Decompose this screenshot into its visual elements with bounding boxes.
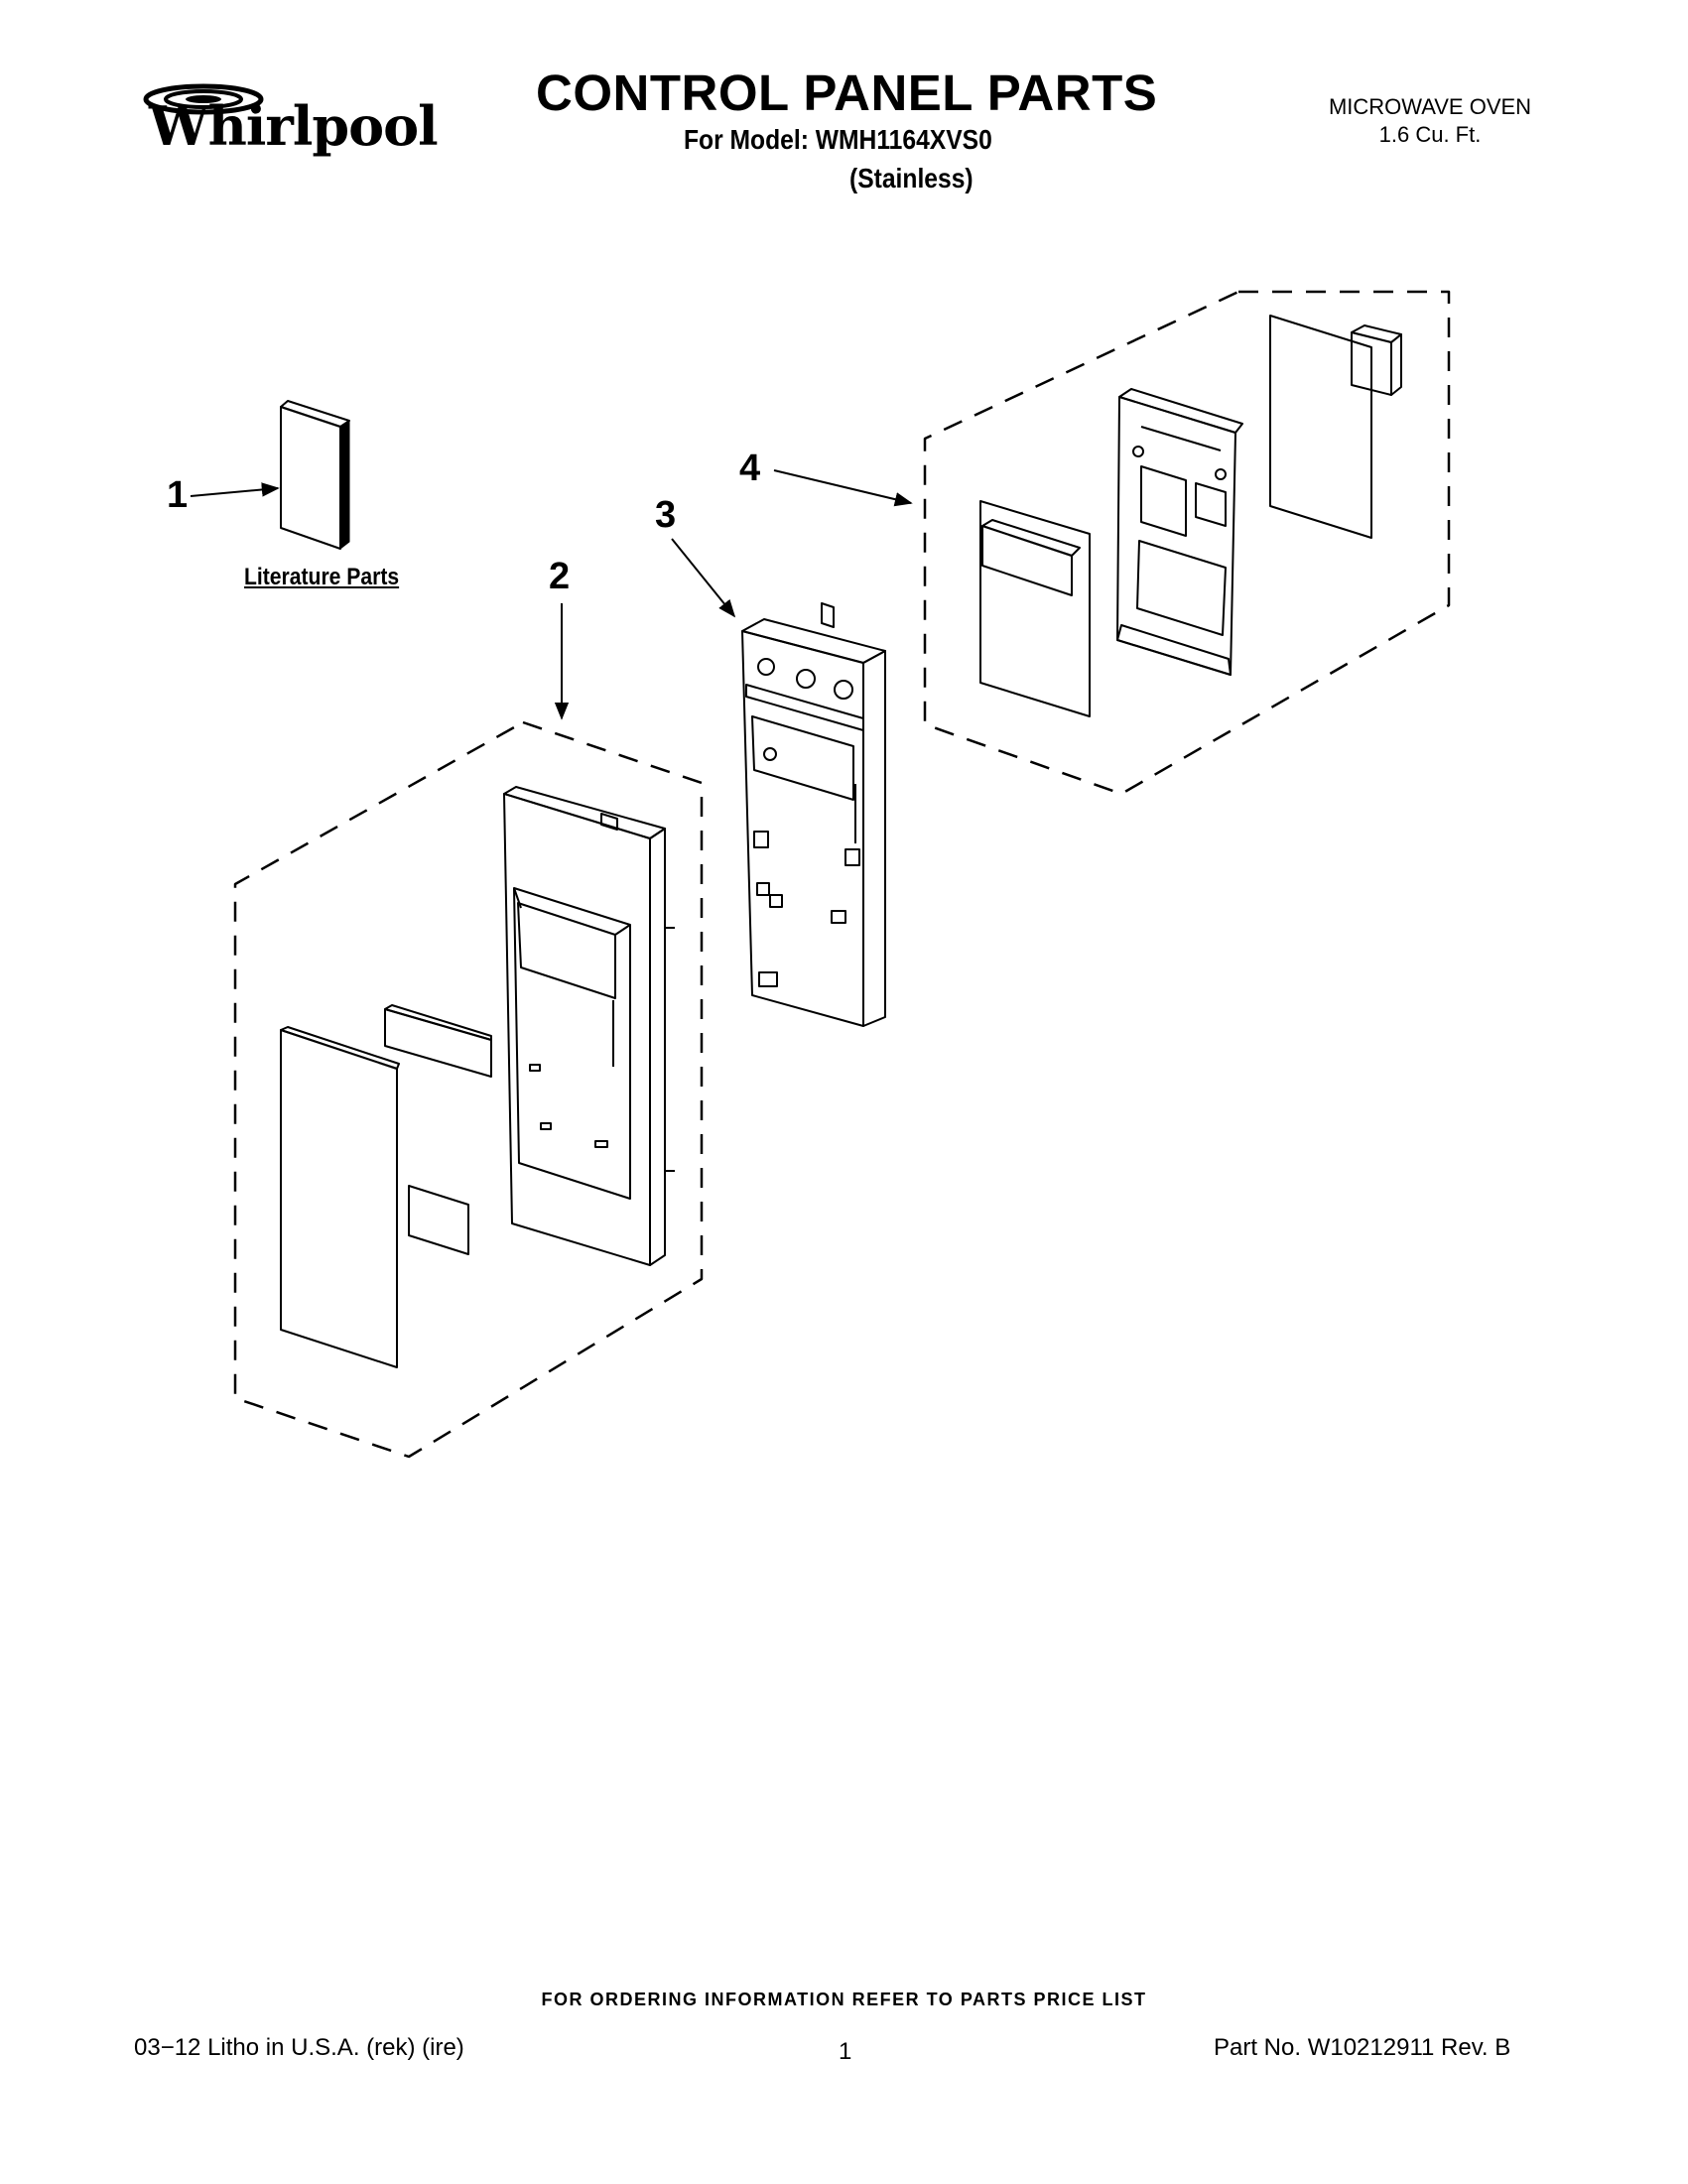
product-info: MICROWAVE OVEN 1.6 Cu. Ft. <box>1306 93 1554 149</box>
brand-name: Whirlpool <box>149 94 439 158</box>
litho-info: 03−12 Litho in U.S.A. (rek) (ire) <box>134 2034 464 2061</box>
keypad-circuit-board <box>979 500 1091 717</box>
control-panel-frame <box>503 786 675 1266</box>
product-capacity: 1.6 Cu. Ft. <box>1378 122 1482 147</box>
control-board-bracket <box>1116 388 1243 676</box>
page-number: 1 <box>839 2038 852 2065</box>
whirlpool-swirl-icon <box>143 83 264 115</box>
panel-label-plate <box>408 1185 469 1255</box>
callout-2: 2 <box>549 556 571 597</box>
membrane-keypad <box>280 1026 400 1368</box>
literature-parts-label: Literature Parts <box>244 564 400 590</box>
model-variant: (Stainless) <box>849 163 974 193</box>
callout-1: 1 <box>167 474 189 516</box>
whirlpool-logo <box>129 69 397 179</box>
callout-4-leader <box>773 469 913 507</box>
literature-booklet <box>280 400 350 550</box>
part-number: Part No. W10212911 Rev. B <box>1214 2034 1511 2061</box>
callout-1-leader <box>190 482 280 497</box>
main-control-board <box>1269 315 1402 539</box>
model-number: For Model: WMH1164XVS0 <box>684 124 992 155</box>
callout-3: 3 <box>655 494 677 536</box>
ordering-note: FOR ORDERING INFORMATION REFER TO PARTS … <box>541 1990 1147 2009</box>
group-4-outline <box>923 290 1451 796</box>
control-panel-housing <box>741 602 886 1027</box>
group-2-outline <box>233 720 704 1459</box>
product-type: MICROWAVE OVEN <box>1328 94 1532 119</box>
display-window-lens <box>384 1004 492 1078</box>
callout-3-leader <box>671 538 736 618</box>
page-title: CONTROL PANEL PARTS <box>536 64 1158 121</box>
callout-4: 4 <box>739 448 761 489</box>
